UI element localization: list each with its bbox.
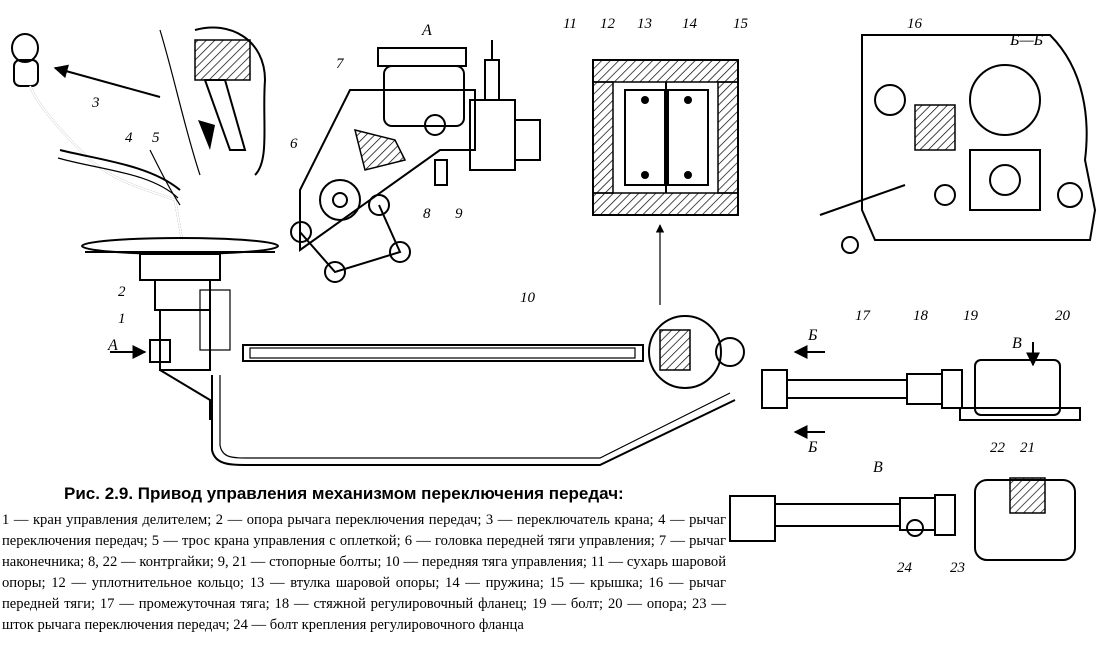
label-20: 20 bbox=[1055, 308, 1071, 324]
label-16: 16 bbox=[907, 16, 923, 32]
label-19: 19 bbox=[963, 308, 979, 324]
label-1: 1 bbox=[118, 311, 126, 327]
label-23: 23 bbox=[950, 560, 965, 576]
view-label-b-lower: Б bbox=[807, 439, 818, 456]
detail-a-mechanism bbox=[290, 40, 541, 283]
label-3: 3 bbox=[91, 95, 100, 111]
gear-lever-assembly bbox=[11, 33, 279, 420]
label-15: 15 bbox=[733, 16, 749, 32]
view-label-a-top: А bbox=[421, 22, 432, 39]
label-6: 6 bbox=[290, 136, 298, 152]
caption-legend: 1 — кран управления делителем; 2 — опора… bbox=[2, 512, 726, 633]
label-4: 4 bbox=[125, 130, 133, 146]
detail-a-inset bbox=[159, 26, 267, 176]
caption-title: Рис. 2.9. Привод управления механизмом п… bbox=[64, 484, 624, 503]
label-13: 13 bbox=[637, 16, 652, 32]
label-5: 5 bbox=[152, 130, 160, 146]
label-9: 9 bbox=[455, 206, 463, 222]
section-b-b bbox=[819, 34, 1097, 254]
view-v bbox=[729, 477, 1076, 561]
label-10: 10 bbox=[520, 290, 536, 306]
ball-joint-section bbox=[592, 59, 739, 216]
main-rods bbox=[211, 315, 1081, 466]
view-label-b-b: Б—Б bbox=[1009, 32, 1044, 49]
label-21: 21 bbox=[1020, 440, 1035, 456]
label-14: 14 bbox=[682, 16, 698, 32]
arrow-3 bbox=[53, 64, 161, 98]
label-18: 18 bbox=[913, 308, 929, 324]
label-12: 12 bbox=[600, 16, 616, 32]
label-7: 7 bbox=[336, 56, 345, 72]
view-label-v-arrow: В bbox=[1012, 335, 1022, 352]
label-8: 8 bbox=[423, 206, 431, 222]
label-17: 17 bbox=[855, 308, 872, 324]
figure-caption: Рис. 2.9. Привод управления механизмом п… bbox=[2, 484, 726, 636]
label-11: 11 bbox=[563, 16, 577, 32]
view-label-v: В bbox=[873, 459, 883, 476]
label-2: 2 bbox=[118, 284, 126, 300]
label-22: 22 bbox=[990, 440, 1006, 456]
label-24: 24 bbox=[897, 560, 913, 576]
view-label-a-side: А bbox=[107, 337, 118, 354]
view-label-b-upper: Б bbox=[807, 327, 818, 344]
